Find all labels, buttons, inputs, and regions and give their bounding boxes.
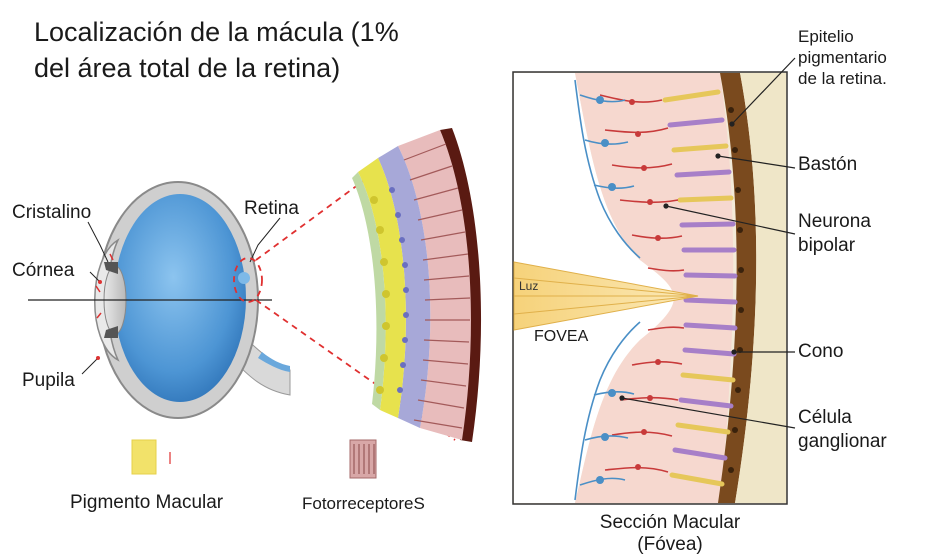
label-cornea: Córnea [12,260,74,282]
retina-layers [352,128,481,442]
label-neurona: Neurona bipolar [798,210,871,258]
legend-label-pigmento: Pigmento Macular [70,492,223,514]
label-epitelio-line-1: Epitelio [798,26,887,47]
label-neurona-line-2: bipolar [798,234,871,258]
label-neurona-line-1: Neurona [798,210,871,234]
label-luz: Luz [519,279,538,293]
label-retina: Retina [244,198,299,220]
label-epitelio-line-2: pigmentario [798,47,887,68]
legend-label-fotorreceptores: FotorreceptoreS [302,494,425,514]
label-cono: Cono [798,341,843,363]
label-fovea: FOVEA [534,328,588,346]
label-celula-line-2: ganglionar [798,430,887,454]
legend-swatch-fotorreceptores [350,440,376,478]
label-celula: Célula ganglionar [798,406,887,454]
section-caption-line-1: Sección Macular [595,512,745,534]
label-pupila: Pupila [22,370,75,392]
label-cristalino: Cristalino [12,202,91,224]
section-caption-line-2: (Fóvea) [595,534,745,556]
legend-swatch-pigmento [132,440,156,474]
eyeball [114,194,246,402]
section-caption: Sección Macular (Fóvea) [595,512,745,556]
label-epitelio-line-3: de la retina. [798,68,887,89]
label-baston: Bastón [798,154,857,176]
macular-section [513,72,787,504]
label-epitelio: Epitelio pigmentario de la retina. [798,26,887,89]
label-celula-line-1: Célula [798,406,887,430]
